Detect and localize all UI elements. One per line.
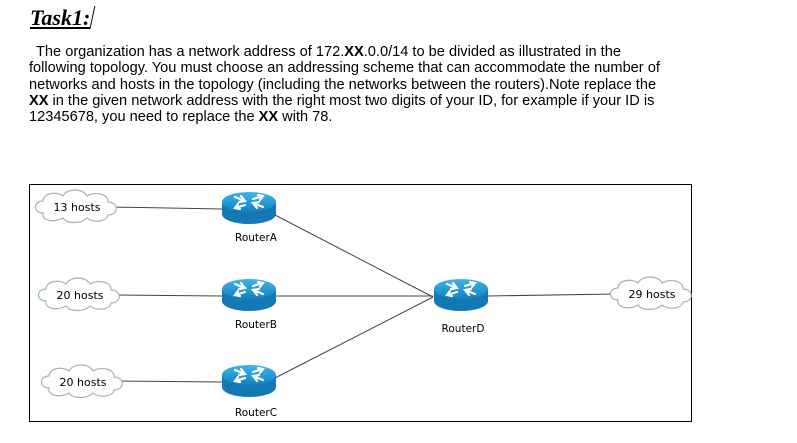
- task-description: The organization has a network address o…: [29, 44, 679, 125]
- link-lan-a-router-a: [109, 206, 223, 210]
- router-label: RouterD: [442, 323, 485, 335]
- router-d: RouterD: [432, 277, 490, 335]
- link-router-a-router-d: [274, 214, 434, 298]
- router-icon: [432, 277, 490, 313]
- cloud-label: 13 hosts: [54, 201, 101, 214]
- router-icon: [220, 363, 278, 399]
- cloud-lan-c: 20 hosts: [40, 364, 123, 399]
- router-label: RouterC: [235, 407, 277, 419]
- cloud-lan-b: 20 hosts: [37, 277, 120, 312]
- cloud-label: 29 hosts: [629, 288, 676, 301]
- link-lan-b-router-b: [115, 294, 223, 297]
- cloud-lan-d: 29 hosts: [609, 276, 692, 311]
- router-icon: [220, 190, 278, 226]
- task-text-part1: The organization has a network address o…: [36, 44, 345, 60]
- id-placeholder-2: XX: [29, 92, 49, 109]
- task-text-part2: .0.0/14 to be divided as illustrated in …: [29, 44, 660, 93]
- link-lan-c-router-c: [111, 380, 223, 383]
- router-label: RouterB: [235, 319, 277, 331]
- router-icon: [220, 277, 278, 313]
- topology-svg: 13 hosts 20 hosts 20 hosts 29 hosts Rout…: [34, 189, 692, 419]
- task-text-part3: in the given network address with the ri…: [29, 92, 655, 126]
- task-title: Task1:: [30, 5, 96, 30]
- id-placeholder-1: XX: [344, 44, 364, 60]
- cloud-label: 20 hosts: [60, 376, 107, 389]
- cloud-lan-a: 13 hosts: [34, 189, 117, 224]
- link-router-d-lan-d: [487, 293, 617, 297]
- router-a: RouterA: [220, 190, 278, 244]
- cloud-label: 20 hosts: [57, 289, 104, 302]
- link-router-c-router-d: [274, 296, 434, 379]
- router-label: RouterA: [235, 232, 278, 244]
- task-title-text: Task1:: [30, 5, 91, 30]
- task-text-part4: with 78.: [278, 109, 333, 126]
- id-placeholder-3: XX: [258, 109, 279, 126]
- text-cursor: [89, 6, 96, 28]
- router-c: RouterC: [220, 363, 278, 419]
- topology-diagram: 13 hosts 20 hosts 20 hosts 29 hosts Rout…: [29, 184, 692, 422]
- router-b: RouterB: [220, 277, 278, 331]
- links: [109, 206, 617, 383]
